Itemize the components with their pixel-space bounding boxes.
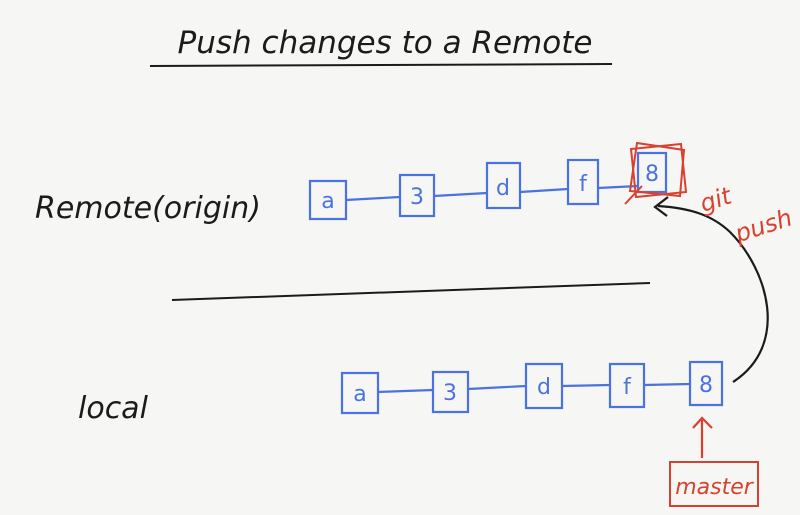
remote-commit-label-8: 8 xyxy=(645,162,659,187)
local-link-2 xyxy=(467,384,527,391)
local-commit-d xyxy=(524,362,564,410)
local-commit-chain xyxy=(340,360,724,415)
local-commit-label-d: d xyxy=(537,375,551,400)
local-commit-3 xyxy=(431,370,470,414)
local-commit-label-a: a xyxy=(353,382,366,407)
remote-link-2 xyxy=(433,191,488,198)
title-underline xyxy=(149,63,613,67)
remote-link-4 xyxy=(597,184,639,190)
remote-commit-3 xyxy=(398,173,436,218)
local-commit-label-3: 3 xyxy=(443,381,457,406)
local-link-1 xyxy=(377,388,434,394)
new-commit-highlight xyxy=(624,141,688,205)
git-command-line2: push xyxy=(731,203,796,248)
master-branch-label: master xyxy=(675,475,755,500)
diagram-title: Push changes to a Remote xyxy=(178,25,593,61)
local-commit-8 xyxy=(688,360,724,407)
local-commit-a xyxy=(340,371,380,415)
master-branch-box xyxy=(669,461,759,507)
remote-commit-label-d: d xyxy=(496,176,510,201)
git-command-line1: git xyxy=(696,181,736,218)
remote-commit-label-3: 3 xyxy=(410,185,424,210)
push-arrowhead xyxy=(653,196,669,217)
remote-commit-d xyxy=(485,161,522,210)
local-commit-labels: a 3 d f 8 xyxy=(353,373,713,407)
remote-commit-chain xyxy=(308,151,668,221)
remote-link-3 xyxy=(519,187,569,194)
remote-commit-f xyxy=(566,158,600,206)
push-arrow xyxy=(657,204,769,383)
local-label: local xyxy=(78,391,149,426)
remote-label: Remote(origin) xyxy=(35,191,261,226)
section-divider xyxy=(171,282,651,301)
remote-commit-label-f: f xyxy=(579,172,588,197)
remote-commit-8 xyxy=(636,151,668,194)
local-commit-label-f: f xyxy=(623,375,632,400)
master-pointer-arrowhead xyxy=(692,416,713,429)
local-link-4 xyxy=(643,382,691,387)
local-commit-label-8: 8 xyxy=(699,373,713,398)
local-commit-f xyxy=(608,362,646,409)
remote-commit-labels: a 3 d f 8 xyxy=(321,162,659,214)
remote-commit-label-a: a xyxy=(321,189,334,214)
remote-commit-a xyxy=(308,179,348,221)
local-link-3 xyxy=(561,383,611,388)
remote-link-1 xyxy=(345,195,401,202)
